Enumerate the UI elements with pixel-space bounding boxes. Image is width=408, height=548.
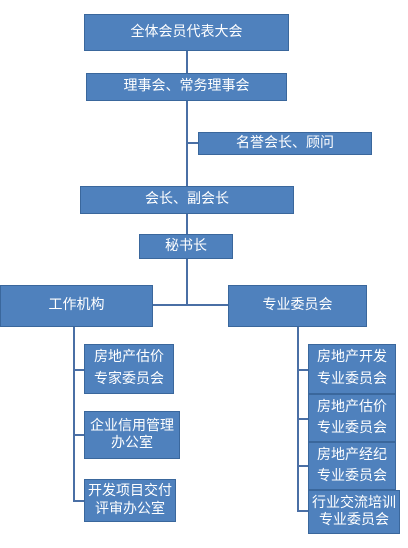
right-item-4-line-1: 行业交流培训 — [312, 494, 396, 511]
connector-right-vertical — [297, 327, 299, 512]
committee-box: 专业委员会 — [228, 285, 367, 327]
committee-label: 专业委员会 — [262, 297, 333, 314]
general-assembly-box: 全体会员代表大会 — [84, 14, 289, 51]
left-item-2-box: 企业信用管理 办公室 — [84, 411, 180, 459]
right-item-2-box: 房地产估价 专业委员会 — [308, 394, 396, 442]
connector-right-item-4 — [299, 510, 308, 512]
connector-right-item-3 — [299, 465, 308, 467]
right-item-2-line-1: 房地产估价 — [317, 398, 387, 415]
honorary-label: 名誉会长、顾问 — [236, 134, 334, 151]
work-org-box: 工作机构 — [0, 285, 153, 327]
right-item-3-box: 房地产经纪 专业委员会 — [308, 442, 396, 490]
connector-president-secretary — [186, 214, 188, 234]
connector-right-item-2 — [299, 418, 308, 420]
connector-right-item-1 — [299, 369, 308, 371]
left-item-3-line-2: 评审办公室 — [95, 500, 165, 517]
left-item-3-line-1: 开发项目交付 — [88, 483, 172, 499]
left-item-1-box: 房地产估价 专家委员会 — [84, 344, 174, 394]
connector-left-item-3 — [75, 500, 84, 502]
connector-left-item-2 — [75, 434, 84, 436]
connector-assembly-council — [186, 51, 188, 73]
connector-honorary — [188, 142, 198, 144]
work-org-label: 工作机构 — [48, 297, 105, 314]
left-item-1-line-1: 房地产估价 — [94, 349, 164, 366]
connector-left-vertical — [73, 327, 75, 502]
council-box: 理事会、常务理事会 — [86, 73, 287, 101]
right-item-1-line-2: 专业委员会 — [317, 371, 387, 388]
right-item-4-box: 行业交流培训 专业委员会 — [308, 490, 400, 534]
council-label: 理事会、常务理事会 — [123, 78, 250, 95]
right-item-1-line-1: 房地产开发 — [317, 349, 387, 366]
president-box: 会长、副会长 — [80, 186, 294, 214]
right-item-2-line-2: 专业委员会 — [317, 419, 387, 436]
secretary-box: 秘书长 — [139, 234, 233, 259]
left-item-3-box: 开发项目交付 评审办公室 — [84, 479, 176, 522]
connector-left-item-1 — [75, 369, 84, 371]
secretary-label: 秘书长 — [165, 237, 207, 254]
president-label: 会长、副会长 — [145, 191, 229, 208]
right-item-3-line-2: 专业委员会 — [317, 467, 387, 484]
connector-branch-horizontal — [153, 304, 228, 306]
right-item-1-box: 房地产开发 专业委员会 — [308, 344, 396, 394]
left-item-1-line-2: 专家委员会 — [94, 371, 164, 388]
left-item-2-line-2: 办公室 — [111, 435, 153, 451]
honorary-box: 名誉会长、顾问 — [198, 132, 372, 155]
left-item-2-line-1: 企业信用管理 — [90, 417, 174, 434]
connector-secretary-branches — [186, 259, 188, 306]
connector-council-president — [186, 101, 188, 186]
right-item-3-line-1: 房地产经纪 — [317, 446, 387, 463]
right-item-4-line-2: 专业委员会 — [319, 512, 389, 528]
general-assembly-label: 全体会员代表大会 — [130, 23, 243, 40]
